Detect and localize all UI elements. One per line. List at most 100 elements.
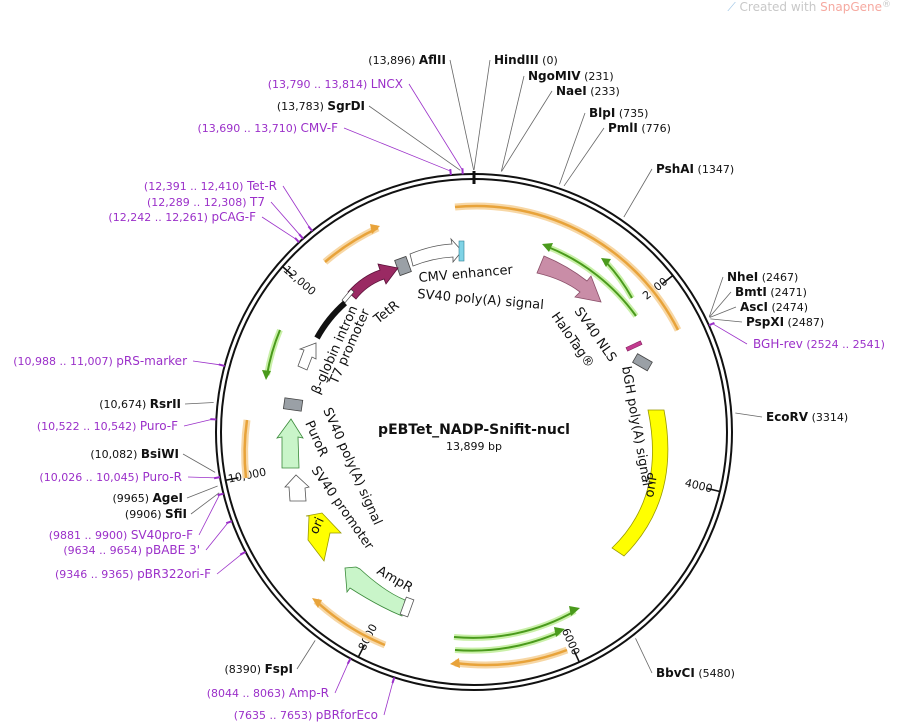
site-label-pspxi[interactable]: PspXI (2487) <box>746 315 824 329</box>
site-label-rsrii[interactable]: (10,674) RsrII <box>99 397 181 411</box>
feature-orip[interactable] <box>611 409 669 557</box>
site-label-bbvci[interactable]: BbvCI (5480) <box>656 666 735 680</box>
primer-label-tetr[interactable]: (12,391 .. 12,410) Tet-R <box>144 179 277 193</box>
bmti-position: (2471) <box>767 286 807 299</box>
feature-label-ori: ori <box>307 515 328 537</box>
feature-label-sv40-polya-1: SV40 poly(A) signal <box>417 287 545 313</box>
bghrev-leader <box>712 323 748 345</box>
orf-arc-bottom-green-1-core <box>453 610 576 639</box>
sfii-leader <box>190 492 220 515</box>
cmvf-leader <box>343 127 451 172</box>
sv40prof-position: (9881 .. 9900) <box>49 529 131 542</box>
fspi-position: (8390) <box>225 663 265 676</box>
nael-position: (233) <box>587 85 620 98</box>
primer-label-prsmarker[interactable]: (10,988 .. 11,007) pRS-marker <box>13 354 187 368</box>
site-label-nael[interactable]: NaeI (233) <box>556 84 620 98</box>
tick-label-5: 12,000 <box>281 263 319 298</box>
orf-arc-top-left-orange-head <box>370 224 380 234</box>
site-label-bmti[interactable]: BmtI (2471) <box>735 285 807 299</box>
site-label-pmlii[interactable]: PmlI (776) <box>608 121 671 135</box>
orf-arc-green-right-2-head <box>601 258 611 267</box>
blpi-position: (735) <box>615 107 648 120</box>
feature-tetr[interactable] <box>347 263 399 300</box>
feature-label-orip: oriP <box>642 472 661 499</box>
prsmarker-position: (10,988 .. 11,007) <box>13 355 116 368</box>
pbr322orif-name: pBR322ori-F <box>137 567 211 581</box>
primer-label-cmvf[interactable]: (13,690 .. 13,710) CMV-F <box>197 121 338 135</box>
pbrforeco-position: (7635 .. 7653) <box>234 709 316 722</box>
ecorv-leader <box>735 412 763 418</box>
site-label-blpi[interactable]: BlpI (735) <box>589 106 648 120</box>
site-label-sgrdi[interactable]: (13,783) SgrDI <box>277 99 365 113</box>
primer-label-ampr[interactable]: (8044 .. 8063) Amp-R <box>207 686 329 700</box>
feature-ampr-promoter <box>399 596 415 618</box>
feature-bgh-polya-box[interactable] <box>632 353 653 372</box>
primer-label-pcagf[interactable]: (12,242 .. 12,261) pCAG-F <box>108 210 256 224</box>
site-label-asci[interactable]: AscI (2474) <box>740 300 808 314</box>
pmlii-leader <box>563 127 605 187</box>
primer-label-pbrforeco[interactable]: (7635 .. 7653) pBRforEco <box>234 708 378 722</box>
primer-label-puror[interactable]: (10,026 .. 10,045) Puro-R <box>39 470 182 484</box>
feature-ori[interactable] <box>305 512 342 562</box>
ecorv-position: (3314) <box>808 411 848 424</box>
asci-position: (2474) <box>768 301 808 314</box>
bsiwi-leader <box>182 453 216 473</box>
site-label-aflii[interactable]: (13,896) AflII <box>368 53 446 67</box>
watermark-brand: SnapGene <box>820 0 882 14</box>
feature-cmv-enhancer-cap <box>458 240 465 262</box>
site-label-ngomiv[interactable]: NgoMIV (231) <box>528 69 614 83</box>
ngomiv-name: NgoMIV <box>528 69 581 83</box>
label-layer: (13,896) AflII HindIII (0) NgoMIV (231)Nae… <box>13 53 885 722</box>
primer-label-sv40prof[interactable]: (9881 .. 9900) SV40pro-F <box>49 528 193 542</box>
feature-sv40-polya-box-2[interactable] <box>282 397 304 412</box>
pshai-leader <box>623 168 653 218</box>
aflii-position: (13,896) <box>368 54 419 67</box>
nael-leader <box>501 90 553 172</box>
feature-puror[interactable] <box>276 418 304 469</box>
feature-beta-globin-intron[interactable] <box>314 300 347 340</box>
pcagf-primer-mark <box>294 237 300 244</box>
site-label-pshai[interactable]: PshAI (1347) <box>656 162 734 176</box>
primer-label-pbabe3[interactable]: (9634 .. 9654) pBABE 3' <box>63 543 200 557</box>
orf-arc-green-right-1-core <box>547 246 637 317</box>
primer-label-bghrev[interactable]: BGH-rev (2524 .. 2541) <box>753 337 885 351</box>
pbr322orif-primer-mark <box>239 551 247 556</box>
pmlii-name: PmlI <box>608 121 638 135</box>
cmvf-name: CMV-F <box>301 121 339 135</box>
primer-label-pbr322orif[interactable]: (9346 .. 9365) pBR322ori-F <box>55 567 211 581</box>
site-label-hindiii[interactable]: HindIII (0) <box>494 53 558 67</box>
tetr-name: Tet-R <box>246 179 277 193</box>
pbabe3-position: (9634 .. 9654) <box>63 544 145 557</box>
site-label-nhei[interactable]: NheI (2467) <box>727 270 798 284</box>
purof-leader <box>183 418 213 427</box>
nael-name: NaeI <box>556 84 587 98</box>
bghrev-name: BGH-rev <box>753 337 803 351</box>
feature-cmv-enhancer[interactable] <box>409 237 463 267</box>
site-label-bsiwi[interactable]: (10,082) BsiWI <box>90 447 179 461</box>
primer-label-lncx[interactable]: (13,790 .. 13,814) LNCX <box>268 77 403 91</box>
feature-ampr[interactable] <box>344 566 406 617</box>
pcagf-position: (12,242 .. 12,261) <box>108 211 211 224</box>
sgrdi-position: (13,783) <box>277 100 328 113</box>
feature-sv40-promoter[interactable] <box>284 474 310 502</box>
site-label-ecorv[interactable]: EcoRV (3314) <box>766 410 848 424</box>
site-label-agei[interactable]: (9965) AgeI <box>112 491 183 505</box>
fspi-name: FspI <box>265 662 293 676</box>
feature-halotag[interactable] <box>536 255 602 303</box>
site-label-fspi[interactable]: (8390) FspI <box>225 662 293 676</box>
blpi-name: BlpI <box>589 106 615 120</box>
leader-layer <box>182 59 763 716</box>
prsmarker-leader <box>192 360 221 366</box>
bmti-name: BmtI <box>735 285 767 299</box>
ngomiv-leader <box>500 75 525 172</box>
feature-label-bgh-polya: bGH poly(A) signal <box>618 365 654 487</box>
feature-sv40-polya-box[interactable] <box>394 255 412 277</box>
primer-label-t7[interactable]: (12,289 .. 12,308) T7 <box>147 195 265 209</box>
feature-t7-promoter[interactable] <box>297 342 317 371</box>
orf-arc-bottom-left-orange-core <box>315 600 386 647</box>
t7-name: T7 <box>249 195 265 209</box>
aflii-leader <box>449 59 475 171</box>
primer-label-purof[interactable]: (10,522 .. 10,542) Puro-F <box>37 419 178 433</box>
site-label-sfii[interactable]: (9906) SfiI <box>125 507 187 521</box>
feature-sv40-nls[interactable] <box>625 340 643 352</box>
